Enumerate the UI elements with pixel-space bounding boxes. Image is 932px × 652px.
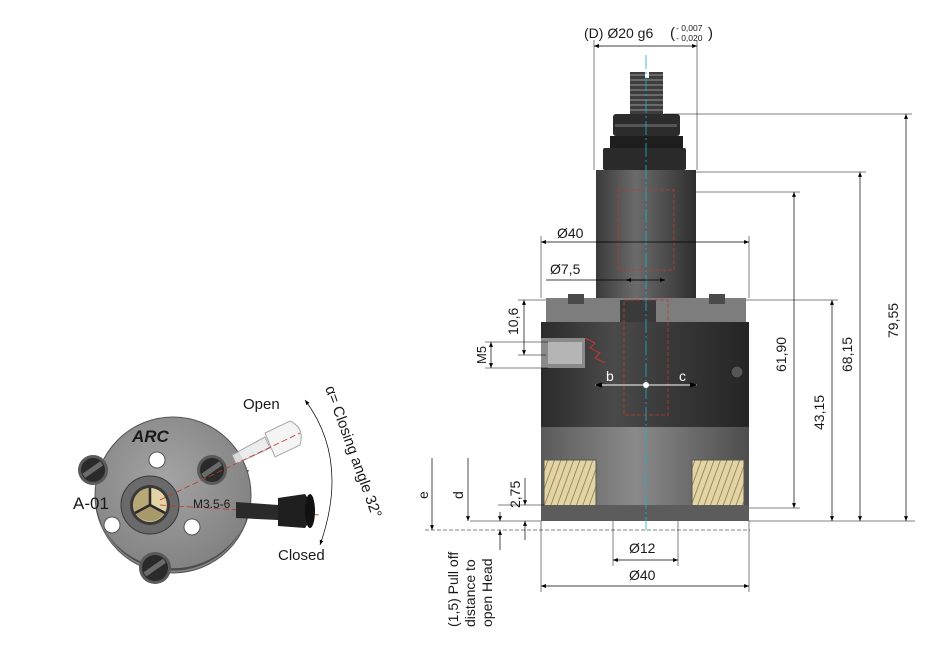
hole-top bbox=[148, 451, 166, 469]
screw-bottom bbox=[139, 552, 171, 584]
dim-d40-bottom: Ø40 bbox=[629, 567, 656, 583]
dim-d12: Ø12 bbox=[629, 540, 656, 556]
washer bbox=[610, 136, 683, 148]
label-c: c bbox=[679, 368, 686, 384]
thread-insert-right bbox=[691, 459, 745, 507]
dim-2-75: 2,75 bbox=[507, 481, 523, 508]
thread-insert-left bbox=[543, 459, 597, 507]
dim-e: e bbox=[415, 491, 431, 499]
dim-10-6: 10,6 bbox=[505, 308, 521, 335]
dim-d20: (D) Ø20 g6 bbox=[584, 25, 653, 41]
m5-port bbox=[541, 337, 606, 368]
center-collet bbox=[120, 475, 180, 535]
dim-d7-5: Ø7,5 bbox=[550, 261, 581, 277]
screw-top-right bbox=[197, 455, 227, 485]
base-ring bbox=[541, 505, 749, 521]
screw-top-left bbox=[78, 455, 108, 485]
hole-right bbox=[183, 518, 201, 536]
dim-68-15: 68,15 bbox=[839, 337, 855, 372]
tol-paren-close: ) bbox=[708, 25, 713, 42]
open-label: Open bbox=[243, 396, 280, 413]
center-point bbox=[643, 382, 649, 388]
label-b: b bbox=[606, 368, 614, 384]
thread-label: M3.5-6 bbox=[193, 497, 231, 511]
tol-paren-open: ( bbox=[670, 25, 675, 42]
main-body bbox=[541, 322, 749, 427]
pull-off-line-1: (1,5) Pull off bbox=[445, 552, 461, 627]
left-view: Open Closed ARC A-01 M3.5-6 α= Closing a… bbox=[73, 384, 385, 584]
closing-angle-arc bbox=[304, 399, 333, 546]
pull-off-note: (1,5) Pull off distance to open Head bbox=[445, 552, 495, 627]
center-nut bbox=[620, 300, 656, 322]
hole-left bbox=[103, 516, 121, 534]
front-view: b c (D) Ø20 g6 ( - 0,007 - 0,020 ) Ø40 Ø… bbox=[415, 23, 915, 627]
closed-label: Closed bbox=[278, 547, 325, 564]
tol-upper: - 0,007 bbox=[676, 23, 703, 33]
dim-m5: M5 bbox=[474, 346, 489, 364]
lever-open-ghost bbox=[231, 420, 302, 465]
dim-d: d bbox=[450, 491, 466, 499]
model-label: A-01 bbox=[73, 494, 109, 513]
dim-79-55: 79,55 bbox=[885, 303, 901, 338]
tol-lower: - 0,020 bbox=[676, 33, 703, 43]
pull-off-line-3: open Head bbox=[479, 558, 495, 627]
pull-off-line-2: distance to bbox=[462, 559, 478, 627]
nut-lower bbox=[603, 148, 686, 170]
threaded-stud bbox=[630, 68, 663, 122]
dim-61-90: 61,90 bbox=[773, 337, 789, 372]
brand-label: ARC bbox=[131, 427, 170, 446]
dim-43-15: 43,15 bbox=[811, 395, 827, 430]
dim-d40-top: Ø40 bbox=[557, 225, 584, 241]
open-axis-line bbox=[159, 432, 301, 501]
